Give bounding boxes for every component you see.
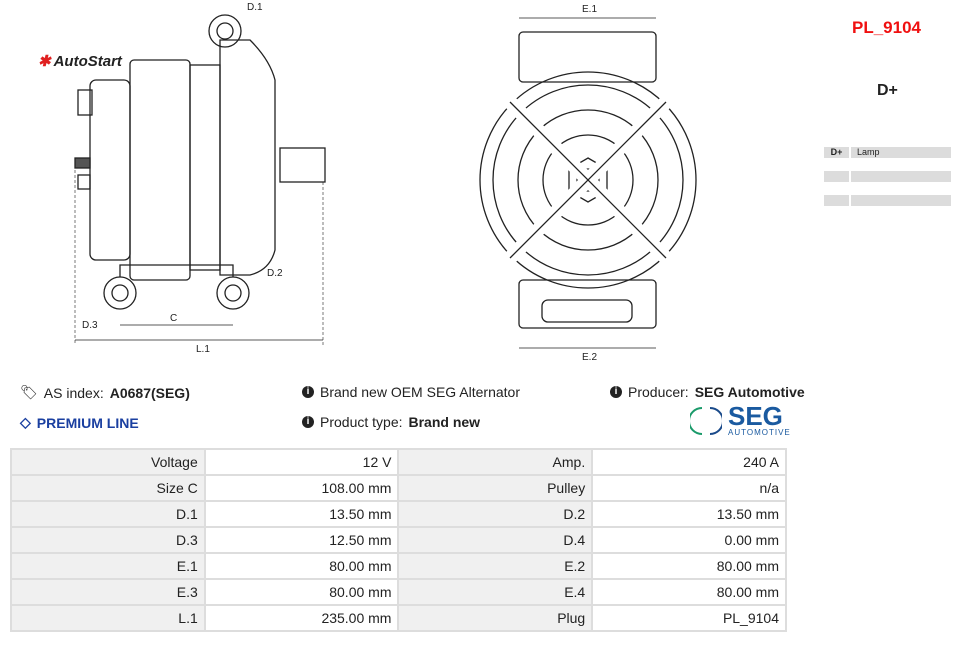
autostart-logo: ✱AutoStart [38,53,122,70]
spec-label: D.1 [10,500,206,528]
diamond-icon: ◇ [20,414,31,430]
pin-row [824,195,951,206]
info-icon: i [302,386,314,398]
spec-label: Voltage [10,448,206,476]
spec-label: E.3 [10,578,206,606]
front-view-drawing [479,17,697,349]
dim-d1: D.1 [247,2,263,13]
spec-value: PL_9104 [591,604,787,632]
tag-icon: 🏷 [20,384,38,400]
spec-value: 80.00 mm [591,578,787,606]
plug-terminal: D+ [877,82,898,99]
dim-e1: E.1 [582,4,598,15]
spec-value: 13.50 mm [591,500,787,528]
info-icon: i [610,386,622,398]
side-view-drawing [74,14,326,345]
dim-e2: E.2 [582,352,598,363]
spec-label: D.3 [10,526,206,554]
spec-value: 12 V [203,448,400,476]
dim-l1: L.1 [196,344,210,355]
spec-value: 0.00 mm [591,526,787,554]
dim-d3: D.3 [82,320,98,331]
spec-value: n/a [591,474,787,502]
plug-title: PL_9104 [852,18,921,37]
as-index: A0687(SEG) [109,384,190,401]
spec-value: 13.50 mm [203,500,400,528]
pin-row [824,171,951,182]
spec-value: 80.00 mm [203,552,400,580]
dim-c: C [170,313,178,324]
premium-line: PREMIUM LINE [36,414,139,431]
pin-row: D+Lamp [824,147,951,158]
spec-label: D.4 [397,526,594,554]
spec-value: 12.50 mm [203,526,400,554]
spec-value: 235.00 mm [203,604,400,632]
spec-value: 240 A [591,448,787,476]
spec-label: Size C [10,474,206,502]
spec-value: 80.00 mm [591,552,787,580]
spec-label: E.2 [397,552,594,580]
spec-label: Amp. [397,448,594,476]
spec-label: E.1 [10,552,206,580]
dim-d2: D.2 [267,268,283,279]
spec-value: 80.00 mm [203,578,400,606]
spec-label: E.4 [397,578,594,606]
spec-value: 108.00 mm [203,474,400,502]
info-icon: i [302,416,314,428]
spec-label: Plug [397,604,594,632]
spec-label: Pulley [397,474,594,502]
spec-label: D.2 [397,500,594,528]
spec-label: L.1 [10,604,206,632]
